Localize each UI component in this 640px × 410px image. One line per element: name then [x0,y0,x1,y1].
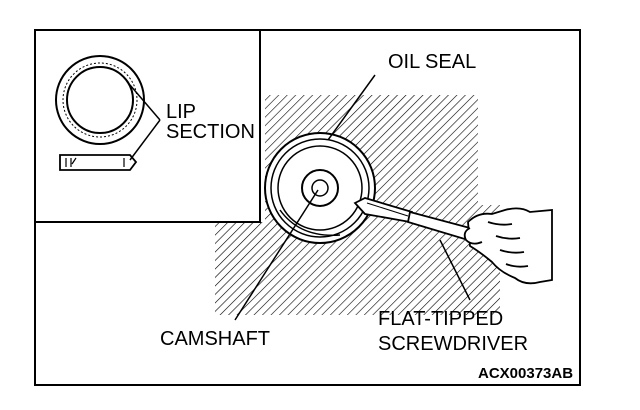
hand-icon [463,207,553,285]
leader-lines [129,74,471,321]
seal-ring-section-icon [59,154,138,171]
screwdriver-label-line2: SCREWDRIVER [378,333,528,355]
section-label: SECTION [166,121,255,143]
oil-seal-label: OIL SEAL [388,51,476,73]
seal-ring-front-icon [55,55,145,145]
camshaft-icon [301,169,339,207]
figure-code: ACX00373AB [478,365,573,382]
screwdriver-label-line1: FLAT-TIPPED [378,308,503,330]
camshaft-label: CAMSHAFT [160,328,270,350]
lip-label: LIP [166,101,196,123]
